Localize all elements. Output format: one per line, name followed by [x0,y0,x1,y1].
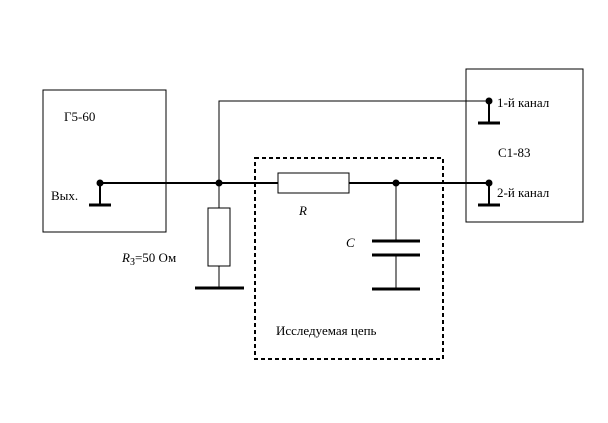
wire-channel1 [218,100,489,183]
series-resistor [277,172,350,194]
series-resistor-label: R [298,203,307,218]
load-resistor-label: RЗ=50 Ом [121,250,176,268]
circuit-under-test-label: Исследуемая цепь [276,323,377,338]
oscilloscope-box [465,68,584,223]
generator-box [42,89,167,233]
channel2-label: 2-й канал [497,185,550,200]
generator-name: Г5-60 [64,109,95,124]
capacitor-label: C [346,235,355,250]
channel1-label: 1-й канал [497,95,550,110]
load-resistor [207,207,231,267]
oscilloscope-name: С1-83 [498,145,531,160]
channel1-terminal [478,97,500,125]
circuit-under-test-box [254,157,444,360]
generator-output-label: Вых. [51,188,78,203]
channel2-terminal [478,179,500,207]
